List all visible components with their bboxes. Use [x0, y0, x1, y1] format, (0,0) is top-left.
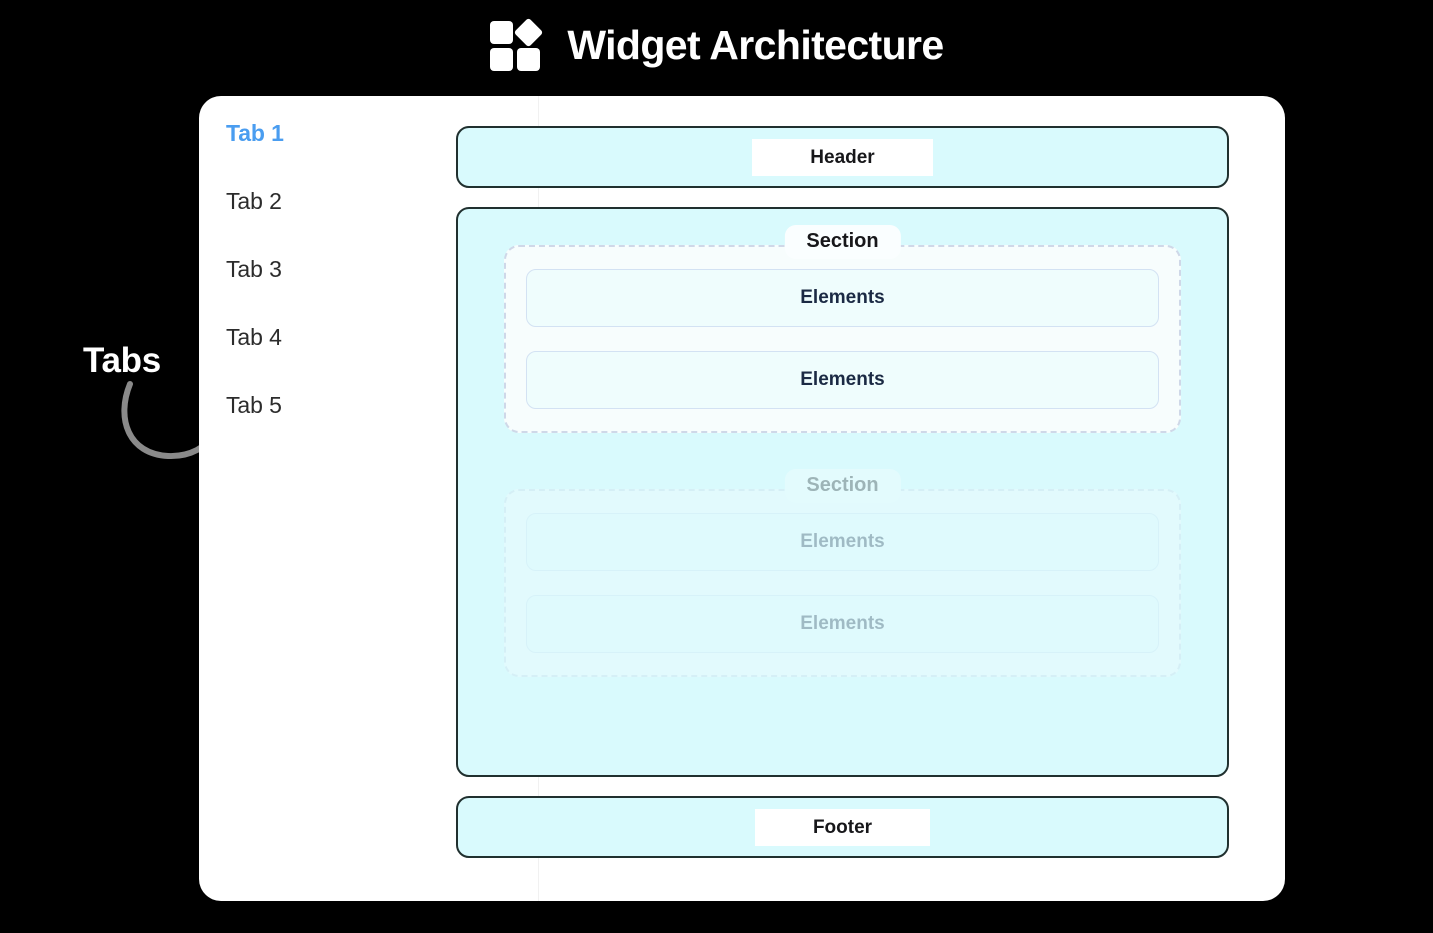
sidebar-item-tab-2[interactable]: Tab 2 [226, 188, 282, 214]
page-title: Widget Architecture [567, 21, 944, 68]
section-group: Section Elements Elements [504, 225, 1181, 433]
element-box[interactable]: Elements [526, 269, 1159, 327]
element-box[interactable]: Elements [526, 595, 1159, 653]
element-box[interactable]: Elements [526, 513, 1159, 571]
element-box[interactable]: Elements [526, 351, 1159, 409]
widget-card: Tab 1 Tab 2 Tab 3 Tab 4 Tab 5 Header Sec… [199, 96, 1285, 901]
widget-footer: Footer [456, 796, 1229, 858]
sidebar-item-tab-1[interactable]: Tab 1 [226, 120, 284, 146]
sidebar-item-tab-5[interactable]: Tab 5 [226, 392, 282, 418]
page-header: Widget Architecture [0, 17, 1433, 72]
annotation-label: Tabs [83, 341, 161, 380]
widget-footer-wrap: Footer [456, 796, 1229, 858]
widget-panel: Header Section Elements Elements Section… [456, 96, 1285, 901]
tabs-rail: Tab 1 Tab 2 Tab 3 Tab 4 Tab 5 [199, 96, 538, 901]
grid-diamond-icon [489, 17, 545, 72]
section-label: Section [784, 469, 901, 503]
sidebar-item-tab-4[interactable]: Tab 4 [226, 324, 282, 350]
widget-footer-label: Footer [754, 808, 931, 846]
sections-container: Section Elements Elements Section Elemen… [456, 207, 1229, 777]
section-group-faded: Section Elements Elements [504, 469, 1181, 677]
sidebar-item-tab-3[interactable]: Tab 3 [226, 256, 282, 282]
section-label: Section [784, 225, 901, 259]
widget-header: Header [456, 126, 1229, 188]
widget-header-label: Header [752, 138, 933, 176]
